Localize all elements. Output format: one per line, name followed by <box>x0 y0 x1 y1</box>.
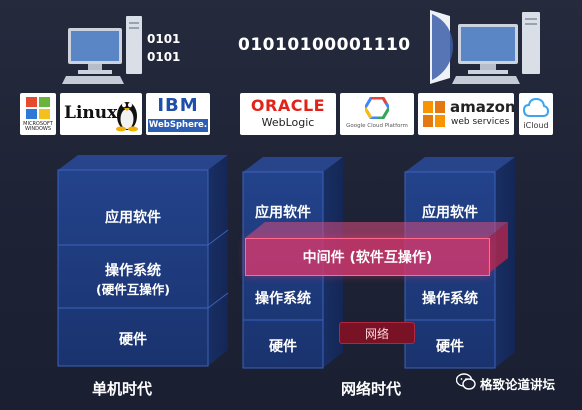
ibm-websphere-logo: IBM WebSphere. <box>146 93 210 135</box>
standalone-hw-label: 硬件 <box>119 332 147 348</box>
standalone-app-label: 应用软件 <box>105 210 161 226</box>
network-left-hw-label: 硬件 <box>269 339 297 355</box>
weblogic-logo-text: WebLogic <box>261 116 315 129</box>
oracle-logo-text: ORACLE <box>250 96 326 115</box>
network-era-title: 网络时代 <box>341 380 402 398</box>
aws-logo-text: web services <box>451 117 510 127</box>
network-right-hw-label: 硬件 <box>436 339 464 355</box>
standalone-era-title: 单机时代 <box>92 380 153 398</box>
standalone-os-label: 操作系统 <box>105 263 161 279</box>
aws-logo: amazon web services <box>418 93 514 135</box>
linux-logo-text: Linux <box>64 103 118 123</box>
windows-logo: MICROSOFT WINDOWS <box>20 93 56 135</box>
middleware-slab <box>245 222 508 274</box>
wechat-icon <box>456 373 476 390</box>
network-label: 网络 <box>364 326 389 341</box>
watermark-text: 格致论道讲坛 <box>480 377 556 392</box>
icloud-logo-text: iCloud <box>523 121 549 130</box>
middleware-label: 中间件 (软件互操作) <box>302 250 433 266</box>
windows-logo-text: MICROSOFT WINDOWS <box>23 121 53 132</box>
aws-cubes-icon <box>423 101 445 127</box>
bits-line-1: 0101 <box>147 32 181 46</box>
network-right-app-label: 应用软件 <box>422 205 478 221</box>
bits-line-2: 0101 <box>147 50 181 64</box>
standalone-cube <box>57 155 229 367</box>
computer-right-icon <box>430 10 540 84</box>
tux-penguin-icon <box>116 102 138 132</box>
amazon-logo-text: amazon <box>450 98 514 116</box>
google-cloud-logo-text: Google Cloud Platform <box>346 123 408 129</box>
oracle-weblogic-logo: ORACLE WebLogic <box>240 93 336 135</box>
ibm-logo-text: IBM <box>157 95 199 116</box>
computer-left-icon <box>62 16 142 84</box>
network-left-app-label: 应用软件 <box>255 205 311 221</box>
google-cloud-logo: Google Cloud Platform <box>340 93 414 135</box>
icloud-logo: iCloud <box>519 93 553 135</box>
cloud-icon <box>523 98 549 117</box>
network-right-os-label: 操作系统 <box>422 291 478 307</box>
websphere-logo-text: WebSphere. <box>148 119 208 132</box>
binary-stream: 01010100001110 <box>238 35 411 55</box>
google-cloud-hexagon-icon <box>365 97 389 119</box>
network-left-os-label: 操作系统 <box>255 291 311 307</box>
linux-logo: Linux <box>60 93 142 135</box>
middleware-band: 中间件 (软件互操作) <box>245 238 490 276</box>
standalone-os-sublabel: (硬件互操作) <box>96 282 170 297</box>
network-pill: 网络 <box>339 322 415 344</box>
